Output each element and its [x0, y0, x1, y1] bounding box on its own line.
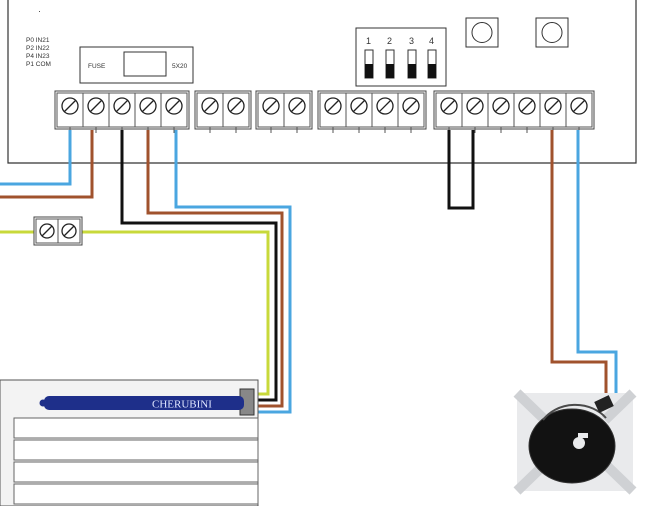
- terminal-screw: [345, 92, 373, 133]
- dip-lever: [427, 49, 437, 79]
- legend-line: P4 IN23: [26, 53, 50, 60]
- terminal-screw: [134, 92, 162, 133]
- terminal-screw: [56, 92, 84, 133]
- terminal-screw: [565, 92, 593, 133]
- terminal-screw: [319, 92, 347, 133]
- push-button-2: [535, 17, 569, 48]
- terminal-block: [255, 90, 313, 133]
- fuse-holder: FUSE 5X20: [79, 46, 194, 84]
- dip-switch: 1 2 3 4: [355, 27, 447, 87]
- terminal-screw: [222, 92, 250, 133]
- motor-wire-blue: [174, 130, 292, 414]
- terminal-block: [433, 90, 595, 133]
- fuse-label: FUSE: [88, 63, 106, 70]
- motor-wire-black: [120, 130, 278, 402]
- motor-unit: CHERUBINI: [0, 379, 259, 506]
- terminal-screw: [257, 92, 285, 133]
- dip-lever: [407, 49, 417, 79]
- terminal-screw: [283, 92, 311, 133]
- terminal-blocks: [54, 90, 595, 133]
- terminal-screw: [539, 92, 567, 133]
- dip-number: 3: [409, 36, 414, 46]
- fuse: [123, 51, 167, 77]
- box-mark: ·: [38, 6, 41, 16]
- link-wire-black: [447, 130, 475, 210]
- earth-wire-yellow-green: [0, 230, 270, 396]
- earth-terminal: [33, 216, 83, 246]
- supply-wire-blue: [0, 130, 72, 186]
- push-button-1: [465, 17, 499, 48]
- motor-wire-brown: [146, 130, 284, 408]
- terminal-block: [54, 90, 190, 133]
- legend-line: P2 IN22: [26, 45, 50, 52]
- supply-wire-brown: [0, 130, 94, 199]
- dip-number: 4: [429, 36, 434, 46]
- terminal-screw: [160, 92, 188, 133]
- motor-tube: CHERUBINI: [39, 396, 244, 411]
- terminal-screw: [397, 92, 425, 133]
- input-legend: P0 IN21 P2 IN22 P4 IN23 P1 COM: [26, 37, 51, 68]
- dip-lever: [364, 49, 374, 79]
- fuse-rating: 5X20: [172, 63, 188, 70]
- terminal-screw: [108, 92, 136, 133]
- dip-number: 1: [366, 36, 371, 46]
- control-box-outline: [7, 0, 637, 164]
- motor-brand: CHERUBINI: [152, 399, 212, 411]
- terminal-screw: [513, 92, 541, 133]
- terminal-screw: [487, 92, 515, 133]
- sensor-wire-brown: [550, 130, 608, 402]
- round-sensor: [513, 389, 637, 495]
- legend-line: P0 IN21: [26, 37, 50, 44]
- wires: [0, 130, 618, 414]
- legend-line: P1 COM: [26, 61, 51, 68]
- dip-number: 2: [387, 36, 392, 46]
- terminal-screw: [82, 92, 110, 133]
- terminal-screw: [435, 92, 463, 133]
- terminal-screw: [196, 92, 224, 133]
- terminal-screw: [461, 92, 489, 133]
- terminal-block: [317, 90, 427, 133]
- terminal-block: [194, 90, 252, 133]
- sensor-wire-blue: [576, 130, 618, 402]
- dip-lever: [385, 49, 395, 79]
- terminal-screw: [371, 92, 399, 133]
